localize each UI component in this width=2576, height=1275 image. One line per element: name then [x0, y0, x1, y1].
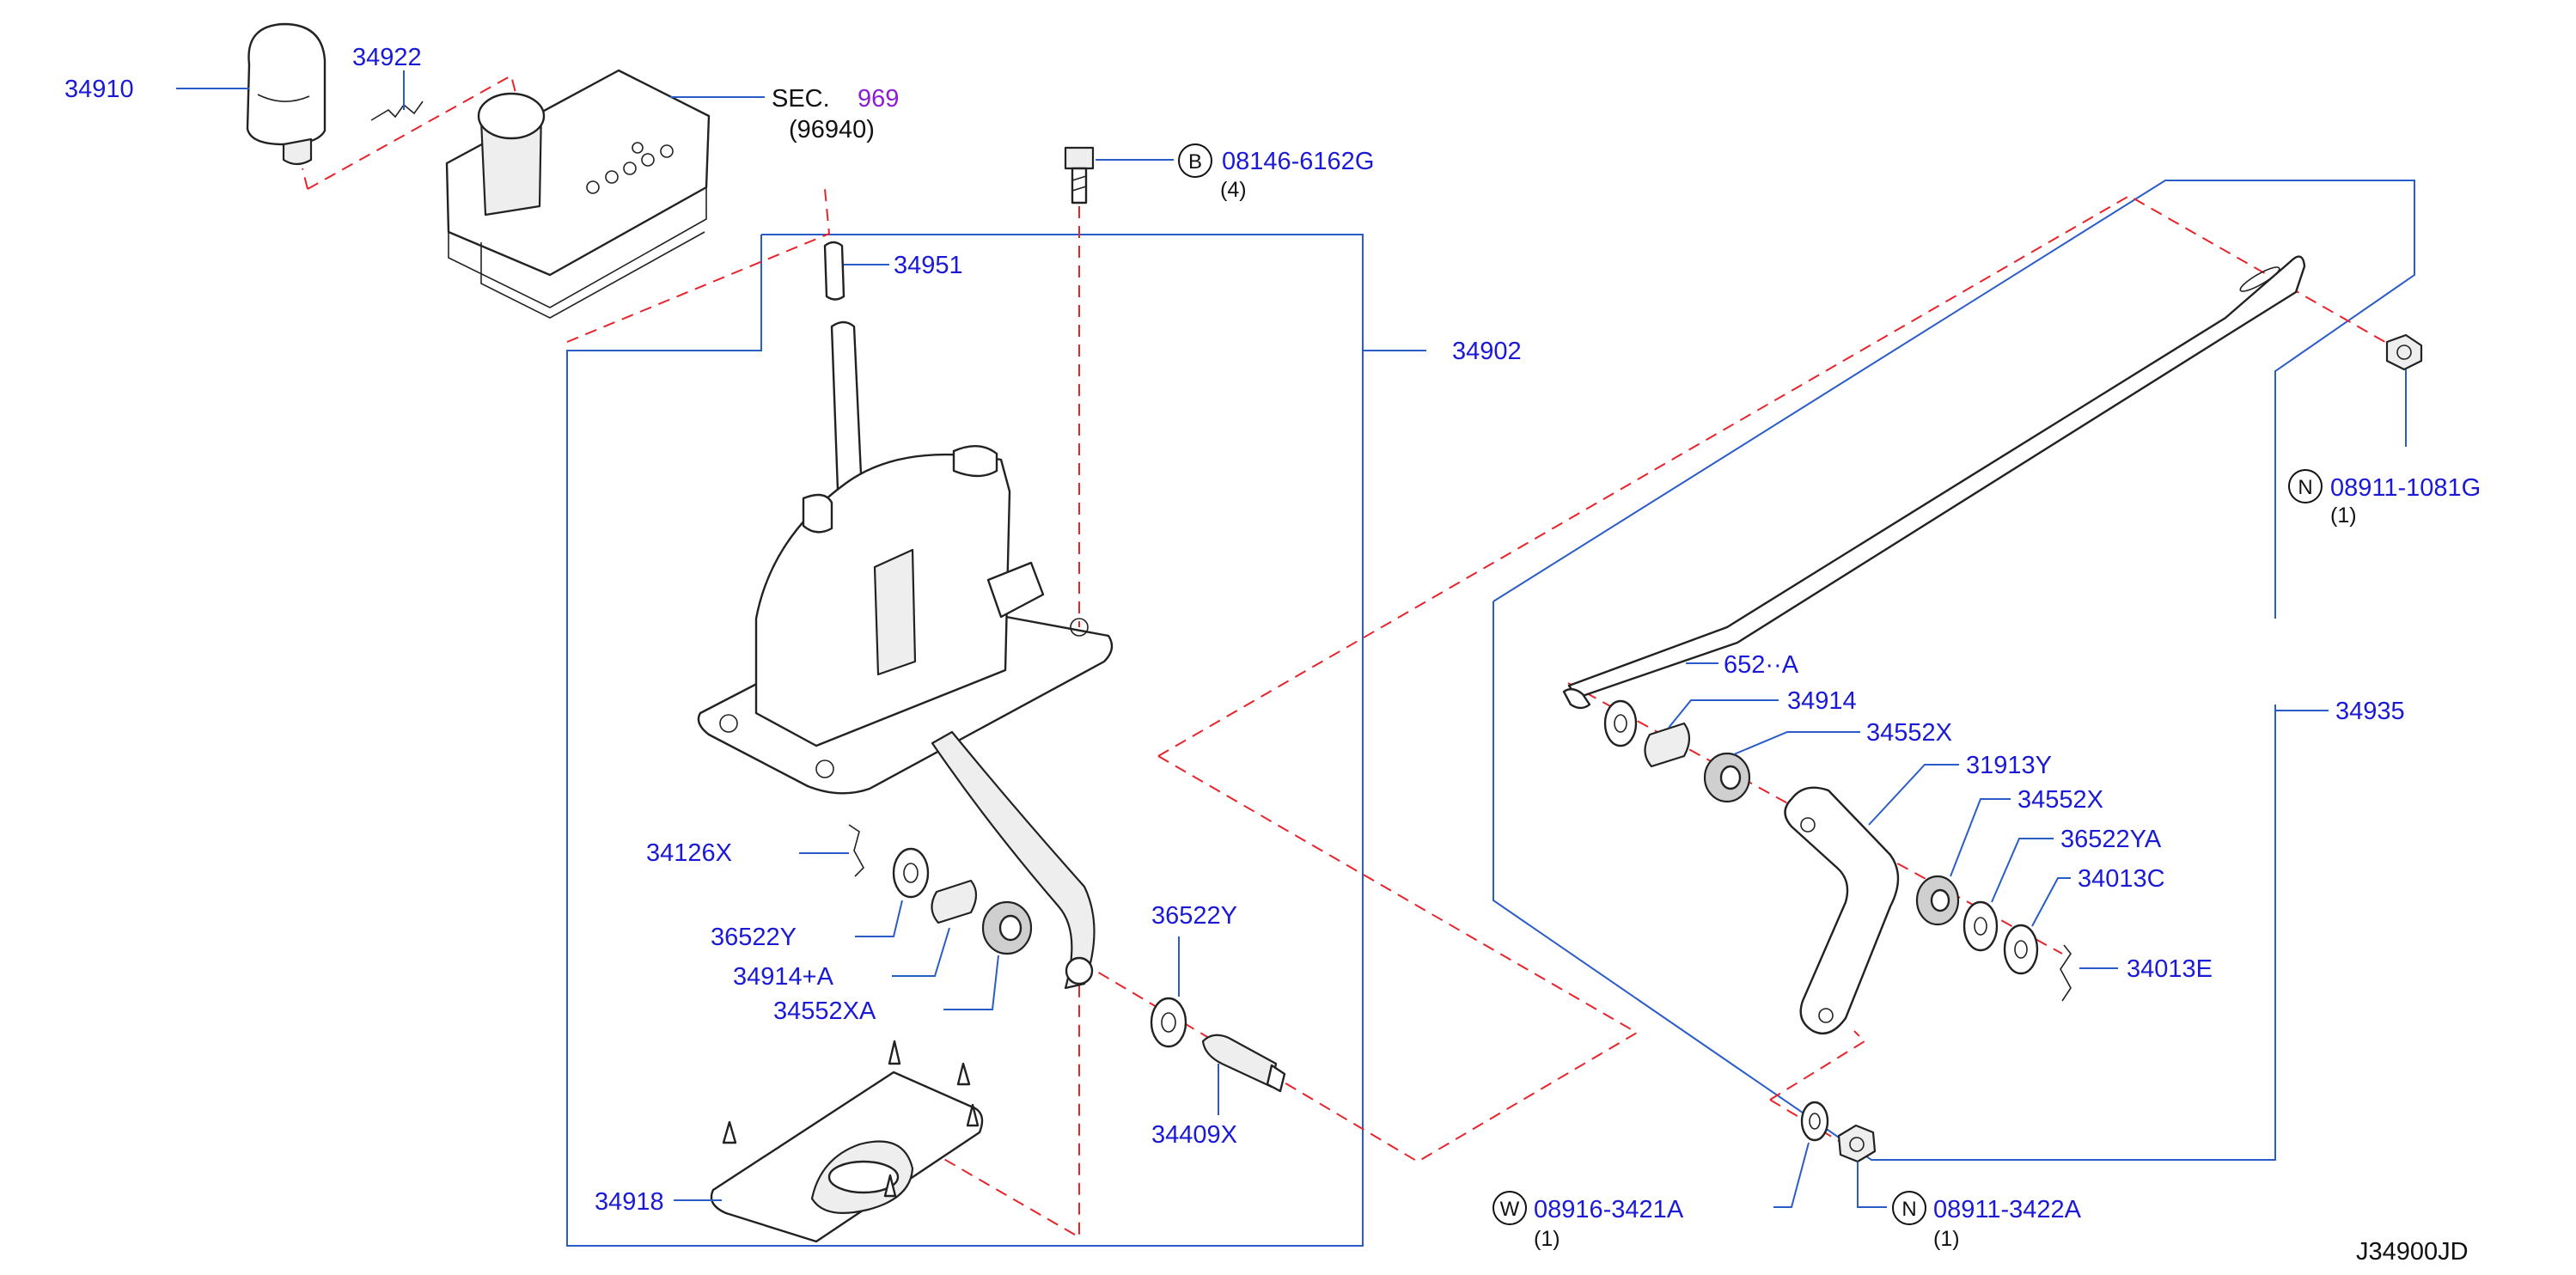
bushing-34552X-b	[1915, 875, 1960, 926]
leader-36522Y-a	[855, 900, 903, 937]
callout-6522A: 652··A	[1724, 651, 1799, 679]
guide-knob	[307, 74, 516, 190]
callout-34914: 34914	[1787, 687, 1857, 715]
code-badge-b: B	[1178, 143, 1212, 178]
svg-text:B: B	[1188, 150, 1202, 174]
callout-sec: SEC.	[772, 85, 830, 113]
bushing-34914A	[931, 879, 978, 924]
callout-n1-qty: (1)	[1933, 1227, 1960, 1251]
svg-text:N: N	[2298, 476, 2312, 499]
bushing-34914	[1644, 722, 1691, 768]
guide-nut	[1769, 1030, 1866, 1101]
callout-34409X: 34409X	[1151, 1121, 1237, 1149]
washer-36522Y-a	[892, 847, 930, 899]
guide-knob-2	[302, 168, 308, 190]
callout-34552X-b: 34552X	[2017, 786, 2103, 814]
leader-34552X-a	[1733, 731, 1860, 755]
code-badge-n1: N	[1892, 1191, 1926, 1225]
callout-n1-part: 08911-3422A	[1933, 1196, 2082, 1223]
leader-34013C	[2031, 877, 2071, 927]
svg-text:W: W	[1500, 1198, 1520, 1221]
clip-34126X	[848, 824, 864, 877]
leader-34552X-b	[1950, 798, 2011, 877]
washer-36522YA	[1963, 900, 1999, 952]
clip-34922	[370, 101, 424, 121]
bolt-6522A	[1562, 687, 1591, 710]
callout-34910: 34910	[64, 76, 134, 103]
bushing-34552XA	[981, 900, 1033, 955]
lever-31913Y	[1784, 786, 1900, 1035]
callout-sec-number: 969	[858, 85, 899, 113]
callout-bolt-qty: (4)	[1220, 178, 1247, 202]
callout-n2-part: 08911-1081G	[2330, 474, 2481, 502]
callout-34935: 34935	[2335, 698, 2405, 725]
shifter-body-34902	[697, 320, 1114, 990]
shift-knob-34910	[246, 22, 327, 166]
leader-34552XA	[943, 955, 999, 1010]
svg-text:N: N	[1901, 1198, 1916, 1221]
callout-34126X: 34126X	[646, 839, 732, 867]
assembly-frame-34935-lower	[1492, 601, 2276, 1161]
leader-31913Y	[1868, 764, 1959, 826]
guide-pin	[1077, 755, 1639, 1163]
callout-34552X-a: 34552X	[1866, 719, 1952, 747]
clip-34013E	[2060, 944, 2072, 1002]
assembly-frame-34935	[1492, 180, 2415, 619]
nut-08911-1081G	[2385, 333, 2423, 371]
callout-w-qty: (1)	[1534, 1227, 1560, 1251]
callout-36522Y-a: 36522Y	[711, 924, 797, 951]
guide-rod	[1157, 194, 2396, 757]
callout-31913Y: 31913Y	[1966, 752, 2052, 779]
callout-34951: 34951	[894, 252, 963, 279]
callout-w-part: 08916-3421A	[1534, 1196, 1684, 1223]
code-badge-n2: N	[2288, 469, 2323, 503]
code-badge-w: W	[1492, 1191, 1527, 1225]
callout-34013C: 34013C	[2078, 865, 2165, 893]
pin-34951	[823, 241, 845, 301]
callout-36522Y-b: 36522Y	[1151, 902, 1237, 930]
callout-n2-qty: (1)	[2330, 503, 2357, 528]
callout-34552XA: 34552XA	[773, 997, 876, 1025]
pin-34409X	[1201, 1034, 1286, 1093]
washer-36522Y-b	[1150, 997, 1187, 1048]
callout-34902: 34902	[1452, 338, 1522, 365]
callout-34918: 34918	[595, 1188, 664, 1216]
nut-08911-3422A	[1837, 1124, 1877, 1163]
control-rod-34935	[1567, 255, 2306, 699]
callout-sec-sub: (96940)	[789, 116, 875, 143]
console-finisher	[445, 69, 711, 319]
plate-34918	[710, 1040, 984, 1243]
leader-34914	[1668, 699, 1779, 729]
assembly-frame-34902	[566, 234, 1364, 1247]
leader-w	[1773, 1142, 1810, 1208]
washer-08916-3421A	[1800, 1101, 1829, 1142]
callout-34013E: 34013E	[2127, 955, 2213, 983]
leader-34914A	[892, 927, 950, 977]
washer-34013C	[2003, 924, 2039, 975]
callout-36522YA: 36522YA	[2060, 826, 2162, 853]
diagram-id: J34900JD	[2356, 1238, 2469, 1266]
bolt-08146-6162G	[1064, 146, 1095, 204]
washer-34914	[1603, 699, 1638, 747]
bushing-34552X-a	[1703, 752, 1751, 803]
guide-console	[566, 188, 831, 343]
callout-34914A: 34914+A	[733, 963, 834, 991]
callout-bolt-part: 08146-6162G	[1222, 148, 1374, 175]
leader-n1	[1857, 1162, 1887, 1208]
callout-34922: 34922	[352, 44, 422, 71]
leader-36522YA	[1991, 838, 2054, 903]
